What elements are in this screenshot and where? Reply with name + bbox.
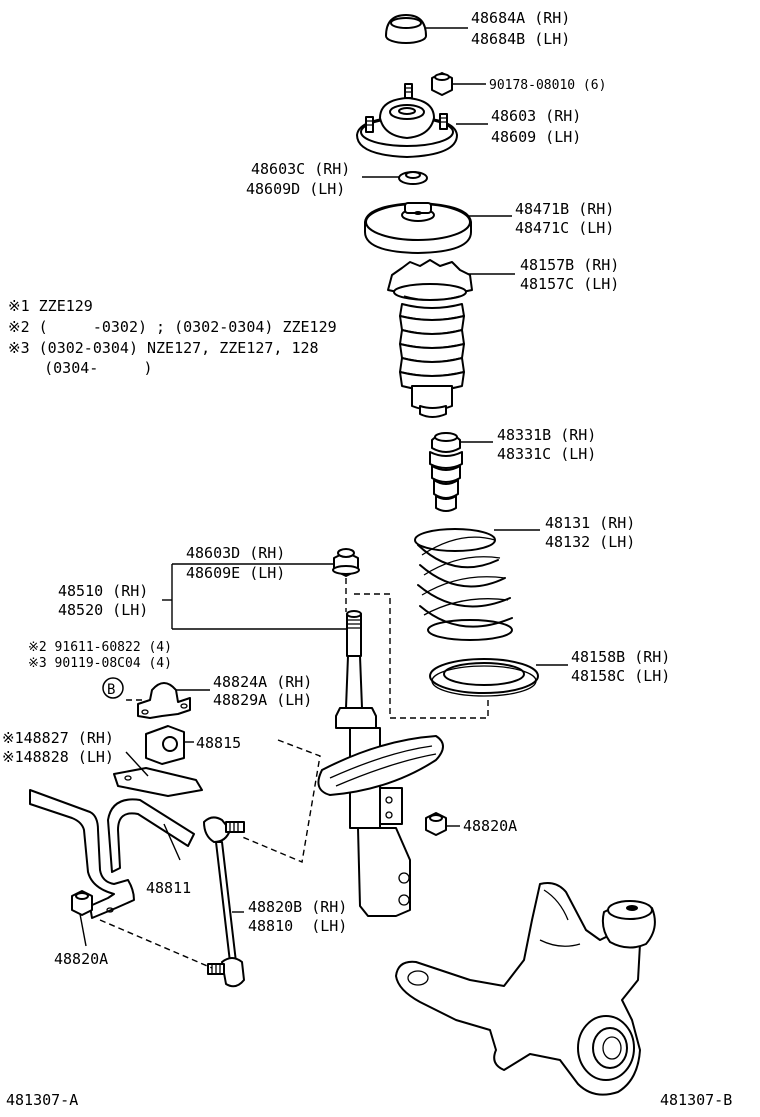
lower-insulator xyxy=(429,658,539,697)
label-bracket-rh: 48824A (RH) xyxy=(213,673,312,691)
note-line-3: ※3 (0302-0304) NZE127, ZZE127, 128 xyxy=(8,339,319,357)
label-stabilizer-bar: 48811 xyxy=(146,879,191,897)
strut-nut xyxy=(332,548,360,577)
label-bumper-lh: 48331C (LH) xyxy=(497,445,596,463)
assembly-lines xyxy=(99,578,489,969)
marker-b-label: B xyxy=(107,682,115,698)
stabilizer-nut-right xyxy=(425,812,447,836)
label-boot-rh: 48157B (RH) xyxy=(520,256,619,274)
label-support-rh: 48603 (RH) xyxy=(491,107,581,125)
label-bushing: 48815 xyxy=(196,734,241,752)
note-line-4: (0304- ) xyxy=(8,359,153,377)
stabilizer-bracket xyxy=(137,682,191,719)
coil-spring xyxy=(414,528,513,641)
marker-b-circle xyxy=(102,677,124,699)
note-line-2: ※2 ( -0302) ; (0302-0304) ZZE129 xyxy=(8,318,337,336)
stabilizer-bushing xyxy=(145,725,185,765)
label-stab-nut-right: 48820A xyxy=(463,817,517,835)
label-lower-ins-rh: 48158B (RH) xyxy=(571,648,670,666)
label-strut-nut-lh: 48609E (LH) xyxy=(186,564,285,582)
label-collar-lh: 48609D (LH) xyxy=(246,180,345,198)
support-nut xyxy=(431,72,453,96)
shock-absorber xyxy=(317,610,444,917)
label-bracket-lh: 48829A (LH) xyxy=(213,691,312,709)
footer-code-right: 481307-B xyxy=(660,1091,732,1109)
label-bolt-3: ※3 90119-08C04 (4) xyxy=(28,656,172,671)
label-nut-top: 90178-08010 (6) xyxy=(489,78,606,93)
bound-boot xyxy=(387,259,473,418)
label-strut-nut-rh: 48603D (RH) xyxy=(186,544,285,562)
label-cap-lh: 48684B (LH) xyxy=(471,30,570,48)
label-stab-nut-left: 48820A xyxy=(54,950,108,968)
label-clamp-lh: ※148828 (LH) xyxy=(2,748,114,766)
stabilizer-link xyxy=(203,816,245,988)
suspension-support xyxy=(356,83,458,158)
label-seat-lh: 48471C (LH) xyxy=(515,219,614,237)
bump-stopper xyxy=(429,432,463,512)
stabilizer-nut-left xyxy=(71,890,93,916)
label-bumper-rh: 48331B (RH) xyxy=(497,426,596,444)
spring-seat xyxy=(364,202,472,254)
label-link-rh: 48820B (RH) xyxy=(248,898,347,916)
label-collar-rh: 48603C (RH) xyxy=(251,160,350,178)
dust-cap xyxy=(385,14,427,44)
label-link-lh: 48810 (LH) xyxy=(248,917,347,935)
label-lower-ins-lh: 48158C (LH) xyxy=(571,667,670,685)
label-spring-rh: 48131 (RH) xyxy=(545,514,635,532)
bracket-clamp xyxy=(113,767,203,797)
support-collar xyxy=(398,171,428,185)
label-spring-lh: 48132 (LH) xyxy=(545,533,635,551)
label-cap-rh: 48684A (RH) xyxy=(471,9,570,27)
label-bolt-2: ※2 91611-60822 (4) xyxy=(28,640,172,655)
leader-lines xyxy=(79,27,568,947)
label-absorber-lh: 48520 (LH) xyxy=(58,601,148,619)
label-boot-lh: 48157C (LH) xyxy=(520,275,619,293)
label-absorber-rh: 48510 (RH) xyxy=(58,582,148,600)
label-seat-rh: 48471B (RH) xyxy=(515,200,614,218)
steering-knuckle xyxy=(395,882,656,1096)
label-clamp-rh: ※148827 (RH) xyxy=(2,729,114,747)
footer-code-left: 481307-A xyxy=(6,1091,78,1109)
stabilizer-bar xyxy=(29,789,195,919)
label-support-lh: 48609 (LH) xyxy=(491,128,581,146)
note-line-1: ※1 ZZE129 xyxy=(8,297,93,315)
